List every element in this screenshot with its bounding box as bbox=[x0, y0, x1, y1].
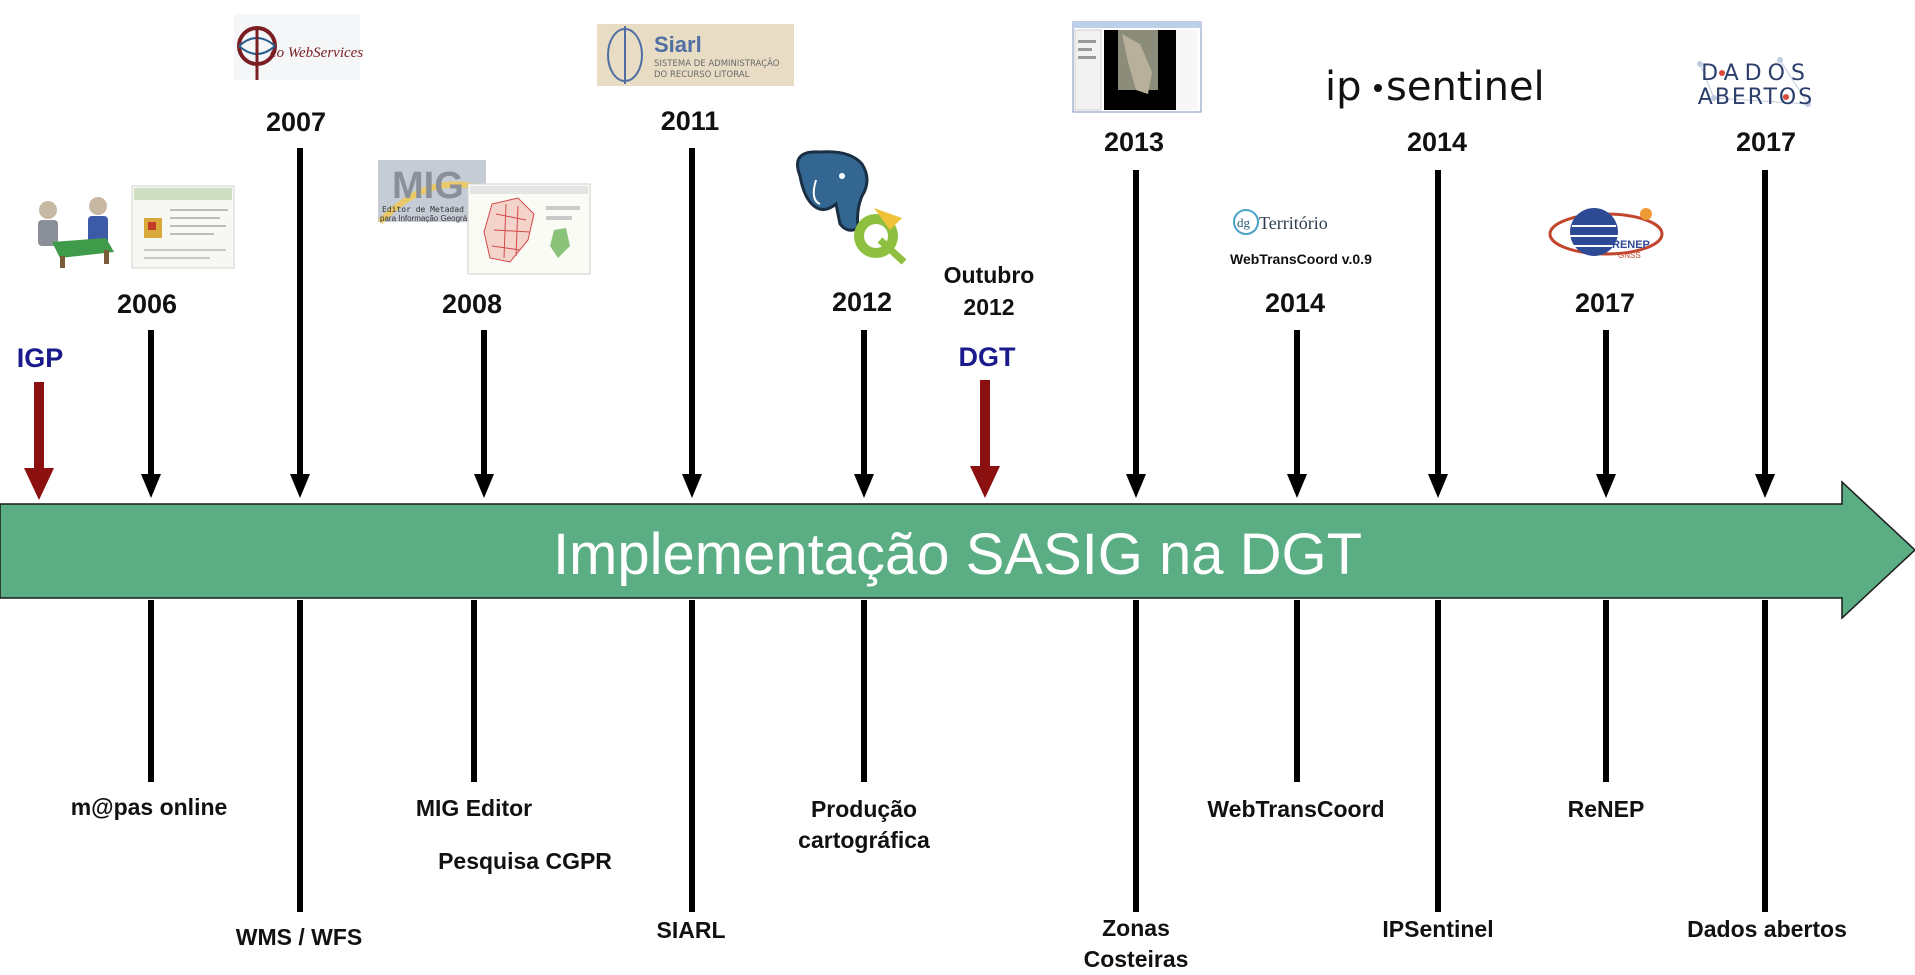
dados-abertos-logo-line-2: ABERTOS bbox=[1698, 85, 1814, 110]
org-date-dgt-line-2: 2012 bbox=[963, 294, 1015, 320]
event-label-zonas: Zonas bbox=[1102, 915, 1170, 941]
siarl-logo: Siarl SISTEMA DE ADMINISTRAÇÃO DO RECURS… bbox=[597, 24, 794, 86]
ipsentinel-logo-sentinel: sentinel bbox=[1386, 64, 1545, 110]
event-year-2017-dados-abertos: 2017 bbox=[1735, 127, 1797, 157]
event-label-pesquisa-cgpr: Pesquisa CGPR bbox=[438, 848, 612, 874]
mig-logo-sub-2: para Informação Geográ bbox=[380, 214, 468, 223]
renep-gnss-logo: RENEP GNSS bbox=[1548, 208, 1664, 260]
event-year-2007: 2007 bbox=[265, 107, 327, 137]
event-year-2012: 2012 bbox=[831, 287, 893, 317]
renep-globe-icon bbox=[1570, 208, 1618, 256]
web-page-thumbnail bbox=[131, 185, 235, 269]
event-arrow-top-2013 bbox=[1126, 170, 1146, 498]
dgterritorio-badge-icon bbox=[1233, 209, 1259, 235]
dgterritorio-logo-text: Território bbox=[1259, 213, 1328, 233]
geo-webservices-logo-text: eo WebServices bbox=[270, 45, 363, 61]
event-line-bottom-2006 bbox=[148, 600, 154, 782]
mig-logo-title: MIG bbox=[392, 165, 464, 207]
mig-logo-sub-1: Editor de Metadad bbox=[382, 205, 464, 214]
event-year-2011: 2011 bbox=[660, 106, 720, 136]
event-arrow-top-2014-webtranscoord bbox=[1287, 330, 1307, 498]
event-line-bottom-2017-renep bbox=[1603, 600, 1609, 782]
siarl-logo-title: Siarl bbox=[654, 32, 702, 57]
event-label-mig-editor: MIG Editor bbox=[415, 795, 533, 821]
renep-logo-sub: GNSS bbox=[1618, 251, 1641, 260]
event-label-wms-wfs: WMS / WFS bbox=[235, 924, 363, 950]
ipsentinel-logo: ip sentinel bbox=[1325, 64, 1545, 110]
renep-logo-text: RENEP bbox=[1612, 239, 1650, 251]
event-label-cartografica: cartográfica bbox=[798, 827, 930, 853]
org-arrow-dgt bbox=[970, 380, 1000, 498]
event-label-mapas-online: m@pas online bbox=[70, 794, 228, 820]
event-arrow-top-2012 bbox=[854, 330, 874, 498]
event-year-2014-ipsentinel: 2014 bbox=[1406, 127, 1468, 157]
postgresql-elephant-icon bbox=[796, 150, 869, 232]
qgis-icon bbox=[854, 208, 907, 265]
event-line-bottom-2014-ipsentinel bbox=[1435, 600, 1441, 912]
people-meeting-and-web-page-logo bbox=[38, 185, 235, 269]
people-meeting-icon bbox=[38, 197, 114, 268]
postgresql-qgis-logo bbox=[796, 150, 907, 265]
ipsentinel-logo-ip: ip bbox=[1325, 64, 1362, 110]
banner-title: Implementação SASIG na DGT bbox=[552, 522, 1363, 587]
org-label-igp: IGP bbox=[16, 343, 64, 373]
event-label-producao: Produção bbox=[810, 796, 918, 822]
event-line-bottom-2012 bbox=[861, 600, 867, 782]
geo-webservices-logo: eo WebServices bbox=[234, 14, 363, 80]
event-label-ipsentinel: IPSentinel bbox=[1382, 916, 1494, 942]
event-arrow-top-2011 bbox=[682, 148, 702, 498]
event-label-costeiras: Costeiras bbox=[1083, 946, 1189, 972]
event-arrow-top-2017-dados-abertos bbox=[1755, 170, 1775, 498]
event-year-2006: 2006 bbox=[116, 289, 178, 319]
mig-editor-logo: MIG Editor de Metadad para Informação Ge… bbox=[377, 160, 591, 275]
org-label-dgt: DGT bbox=[958, 342, 1016, 372]
siarl-logo-sub-1: SISTEMA DE ADMINISTRAÇÃO bbox=[654, 58, 780, 69]
dados-abertos-logo-line-1: DADOS bbox=[1701, 61, 1811, 86]
dgterritorio-webtranscoord-logo: dg Território WebTransCoord v.0.9 bbox=[1230, 209, 1372, 267]
ipsentinel-logo-dot-icon bbox=[1374, 84, 1382, 92]
event-label-webtranscoord: WebTransCoord bbox=[1207, 796, 1385, 822]
org-arrow-igp bbox=[24, 382, 54, 500]
dados-abertos-pattern bbox=[1697, 57, 1811, 107]
mig-editor-map-screenshot bbox=[467, 183, 591, 275]
event-year-2014-webtranscoord: 2014 bbox=[1264, 288, 1326, 318]
webtranscoord-version-text: WebTransCoord v.0.9 bbox=[1230, 251, 1372, 267]
event-label-siarl: SIARL bbox=[656, 917, 726, 943]
coastal-zones-map-screenshot bbox=[1072, 21, 1202, 113]
event-year-2013: 2013 bbox=[1103, 127, 1165, 157]
event-line-bottom-2011 bbox=[689, 600, 695, 912]
dgterritorio-badge-text: dg bbox=[1237, 215, 1251, 230]
event-year-2008: 2008 bbox=[441, 289, 503, 319]
event-year-2017-renep: 2017 bbox=[1574, 288, 1636, 318]
event-line-bottom-2017-dados-abertos bbox=[1762, 600, 1768, 912]
event-arrow-top-2014-ipsentinel bbox=[1428, 170, 1448, 498]
event-line-bottom-2008 bbox=[471, 600, 477, 782]
event-label-dados-abertos: Dados abertos bbox=[1687, 916, 1847, 942]
timeline-banner-arrow bbox=[0, 480, 1915, 620]
event-line-bottom-2007 bbox=[297, 600, 303, 912]
event-line-bottom-2014-webtranscoord bbox=[1294, 600, 1300, 782]
org-date-dgt-line-1: Outubro bbox=[943, 262, 1035, 288]
event-arrow-top-2008 bbox=[474, 330, 494, 498]
event-arrow-top-2006 bbox=[141, 330, 161, 498]
event-arrow-top-2007 bbox=[290, 148, 310, 498]
event-label-renep: ReNEP bbox=[1567, 796, 1645, 822]
siarl-logo-sub-2: DO RECURSO LITORAL bbox=[654, 70, 750, 80]
event-line-bottom-2013 bbox=[1133, 600, 1139, 912]
event-arrow-top-2017-renep bbox=[1596, 330, 1616, 498]
dados-abertos-logo: DADOS ABERTOS bbox=[1686, 52, 1826, 116]
